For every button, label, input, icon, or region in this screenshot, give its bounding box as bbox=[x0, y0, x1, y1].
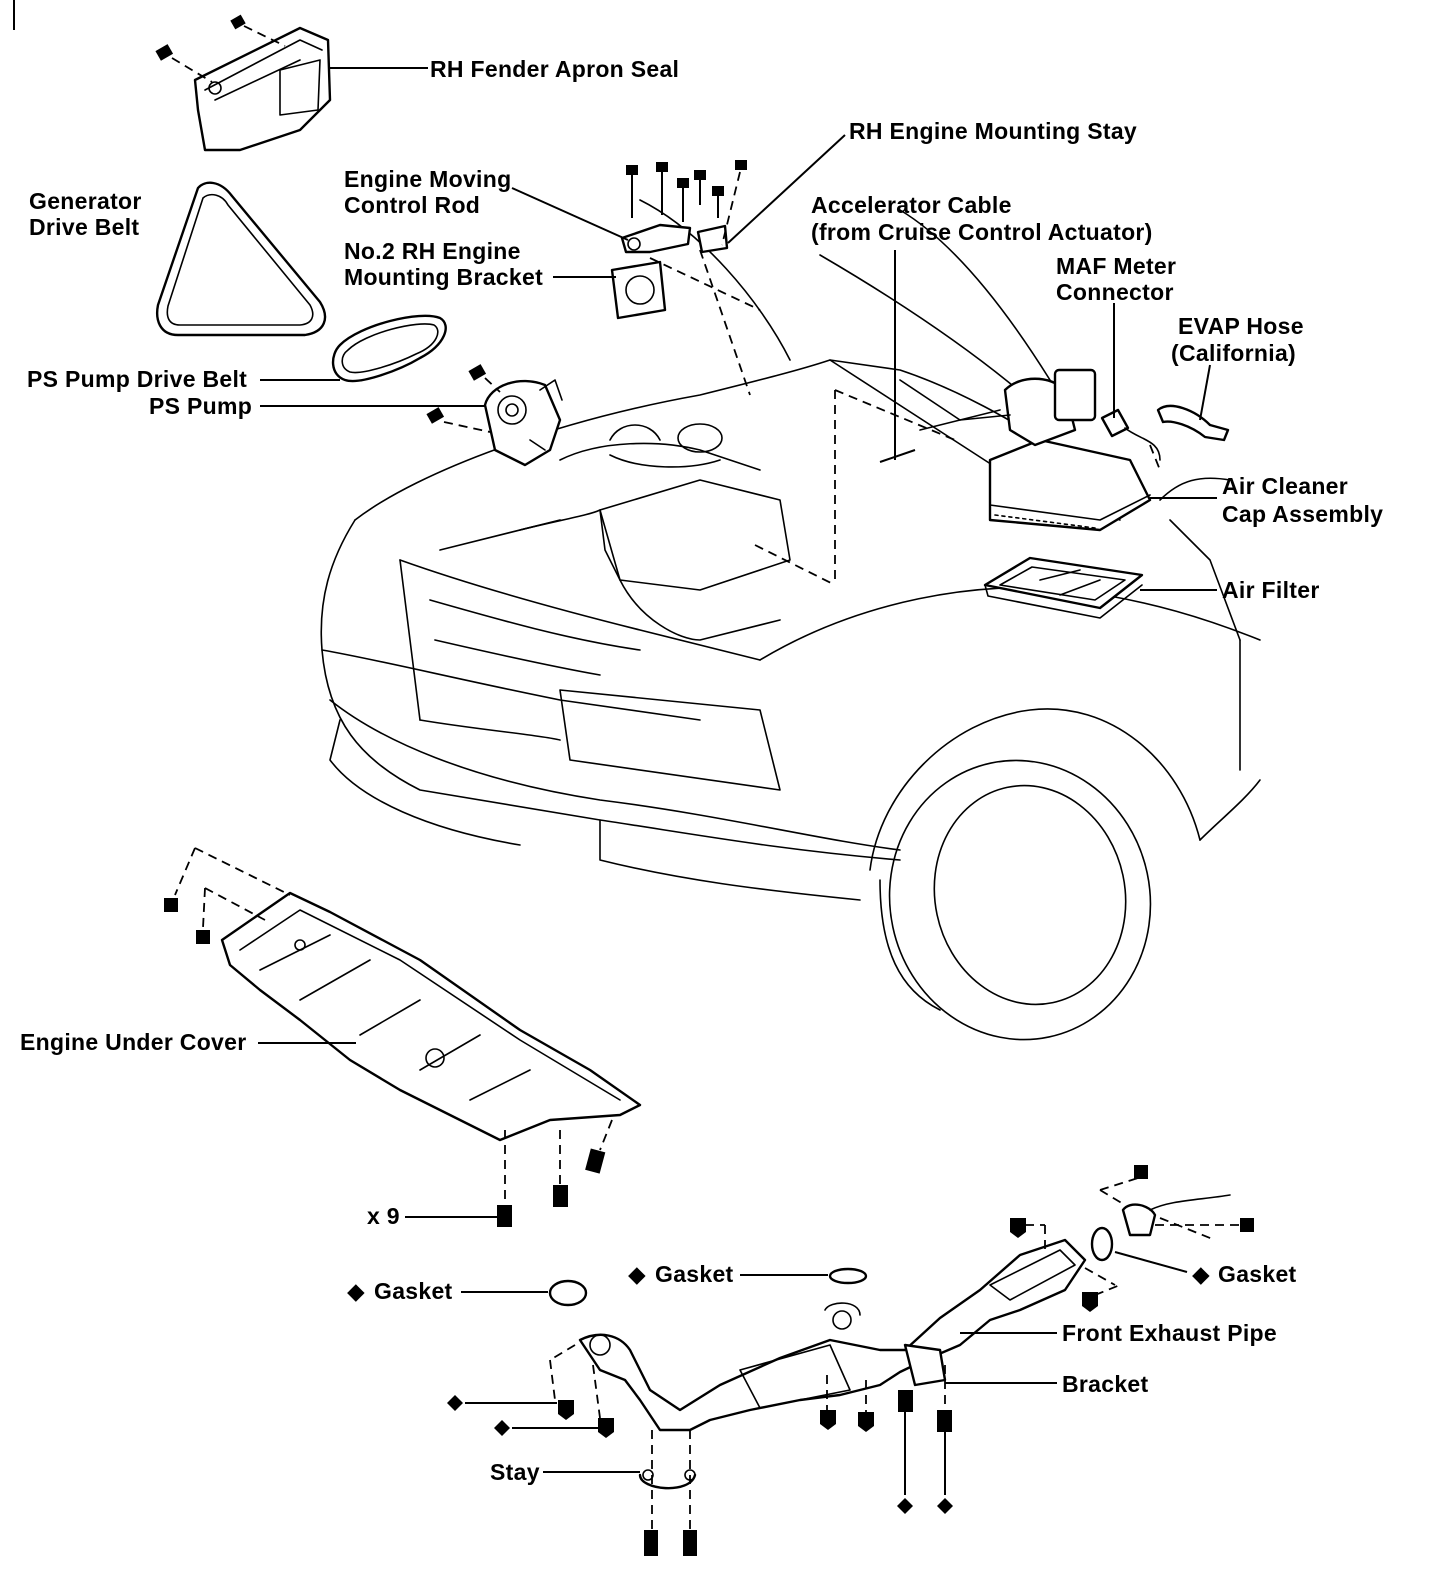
label-accelerator-cable-line1: Accelerator Cable bbox=[811, 192, 1012, 218]
label-air-cleaner-cap-line2: Cap Assembly bbox=[1222, 501, 1383, 527]
label-engine-under-cover: Engine Under Cover bbox=[20, 1029, 247, 1055]
gaskets-parts bbox=[548, 1226, 1114, 1307]
label-gasket-right: Gasket bbox=[1218, 1261, 1297, 1287]
apron-bolts bbox=[155, 14, 286, 83]
leader-lines bbox=[258, 67, 1217, 1473]
label-evap-hose-line2: (California) bbox=[1171, 340, 1296, 366]
front-exhaust-pipe-part bbox=[578, 1194, 1231, 1432]
diamond-symbol: ◆ bbox=[628, 1261, 646, 1287]
diamond-markers bbox=[447, 1395, 953, 1514]
label-air-filter: Air Filter bbox=[1222, 577, 1320, 603]
label-engine-moving-control-rod-line2: Control Rod bbox=[344, 192, 480, 218]
exhaust-fasteners bbox=[549, 1165, 1254, 1556]
engine-under-cover-part bbox=[220, 891, 642, 1142]
label-rh-fender-apron-seal: RH Fender Apron Seal bbox=[430, 56, 679, 82]
ps-pump-drive-belt-part bbox=[331, 314, 447, 383]
rh-fender-apron-seal-part bbox=[193, 26, 332, 152]
label-bracket: Bracket bbox=[1062, 1371, 1149, 1397]
label-x9: x 9 bbox=[367, 1203, 400, 1229]
label-no2-rh-engine-mounting-bracket-line2: Mounting Bracket bbox=[344, 264, 543, 290]
label-air-cleaner-cap-line1: Air Cleaner bbox=[1222, 473, 1348, 499]
under-cover-bolts bbox=[164, 847, 613, 1227]
stay-part bbox=[638, 1469, 697, 1490]
label-ps-pump-drive-belt: PS Pump Drive Belt bbox=[27, 366, 247, 392]
label-no2-rh-engine-mounting-bracket-line1: No.2 RH Engine bbox=[344, 238, 521, 264]
ps-pump-part bbox=[426, 364, 563, 467]
label-generator-drive-belt-line1: Generator bbox=[29, 188, 142, 214]
label-stay: Stay bbox=[490, 1459, 540, 1485]
maf-evap-parts bbox=[1100, 404, 1230, 471]
engine-mount-parts bbox=[610, 160, 761, 396]
diamond-symbol: ◆ bbox=[1192, 1261, 1210, 1287]
label-ps-pump: PS Pump bbox=[149, 393, 252, 419]
air-filter-part bbox=[983, 556, 1144, 619]
label-accelerator-cable-line2: (from Cruise Control Actuator) bbox=[811, 219, 1153, 245]
label-front-exhaust-pipe: Front Exhaust Pipe bbox=[1062, 1320, 1277, 1346]
label-generator-drive-belt-line2: Drive Belt bbox=[29, 214, 139, 240]
car-body-illustration bbox=[320, 199, 1261, 1041]
generator-drive-belt-part bbox=[156, 181, 327, 337]
accelerator-cable-part bbox=[754, 250, 956, 586]
label-gasket-middle: Gasket bbox=[655, 1261, 734, 1287]
diamond-symbol: ◆ bbox=[347, 1278, 365, 1304]
label-maf-meter-connector-line1: MAF Meter bbox=[1056, 253, 1176, 279]
labels: RH Fender Apron Seal RH Engine Mounting … bbox=[20, 56, 1383, 1485]
label-rh-engine-mounting-stay: RH Engine Mounting Stay bbox=[849, 118, 1137, 144]
label-evap-hose-line1: EVAP Hose bbox=[1178, 313, 1304, 339]
label-maf-meter-connector-line2: Connector bbox=[1056, 279, 1174, 305]
label-engine-moving-control-rod-line1: Engine Moving bbox=[344, 166, 511, 192]
label-gasket-left: Gasket bbox=[374, 1278, 453, 1304]
